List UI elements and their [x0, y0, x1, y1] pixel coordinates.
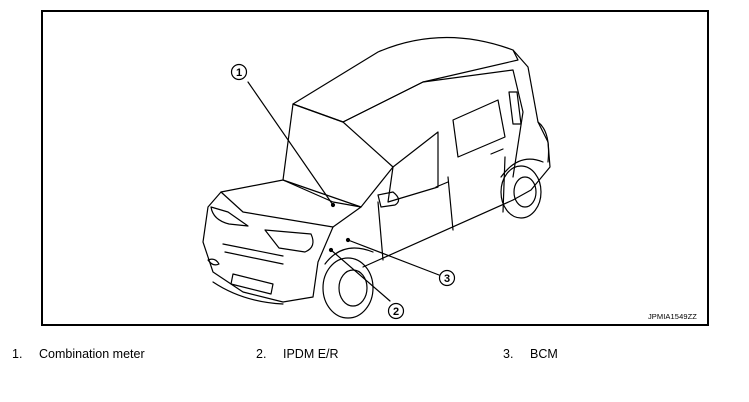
leader-line-3 [347, 239, 440, 276]
grille [222, 243, 284, 265]
rear-corner [537, 121, 550, 163]
marker-dot-1 [330, 202, 336, 208]
side-sill [362, 199, 514, 268]
leader-line-1 [247, 81, 334, 206]
front-face [202, 191, 334, 303]
headlight-right [264, 229, 314, 253]
rear-wheel-arch [500, 158, 544, 178]
headlight-left [210, 206, 249, 227]
callout-circle-2 [387, 302, 405, 320]
side-mirror [377, 191, 400, 208]
door-line-mid [447, 176, 454, 231]
figure-code: JPMIA1549ZZ [647, 312, 697, 321]
front-door-window [387, 131, 439, 203]
door-line-front [377, 201, 384, 261]
legend-number: 2. [256, 347, 267, 361]
callout-label-3: 3 [444, 273, 450, 285]
marker-dot-3 [345, 237, 351, 243]
hood [220, 179, 362, 228]
component-location-figure: 1 2 3 JPMIA1549ZZ [41, 10, 709, 326]
front-wheel [322, 257, 374, 319]
vehicle-illustration: 1 2 3 [202, 36, 551, 320]
legend-label: Combination meter [39, 347, 145, 361]
fog-light [207, 258, 220, 266]
rear-door-handle [490, 148, 504, 155]
front-door-handle [435, 181, 449, 188]
body-upper-outline [512, 49, 551, 201]
front-wheel-rim [338, 269, 368, 307]
callout-label-1: 1 [236, 67, 242, 79]
legend: 1. Combination meter 2. IPDM E/R 3. BCM [0, 347, 749, 367]
leader-line-2 [330, 249, 391, 302]
legend-number: 1. [12, 347, 23, 361]
rear-wheel [500, 165, 542, 219]
quarter-window [508, 91, 522, 125]
front-wheel-arch [324, 247, 374, 265]
legend-label: IPDM E/R [283, 347, 339, 361]
legend-number: 3. [503, 347, 514, 361]
marker-dot-2 [328, 247, 334, 253]
legend-label: BCM [530, 347, 558, 361]
side-window-line [342, 69, 524, 178]
rear-door-window [452, 99, 506, 158]
front-lower [212, 281, 284, 305]
callout-circle-1 [230, 63, 248, 81]
plate [230, 273, 274, 295]
callout-circle-3 [438, 269, 456, 287]
rear-wheel-rim [513, 176, 537, 208]
callout-label-2: 2 [393, 306, 399, 318]
roof-outline [292, 36, 519, 123]
